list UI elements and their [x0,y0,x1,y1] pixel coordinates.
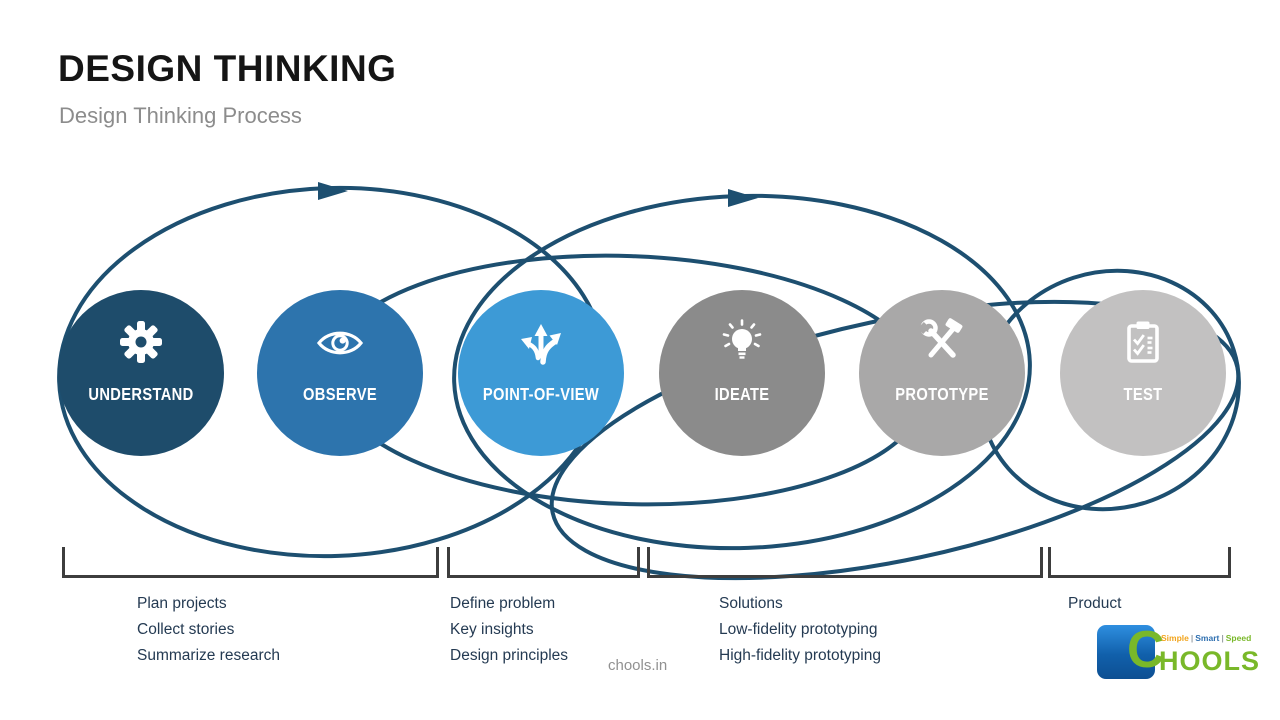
tagline-separator: | [1190,633,1194,643]
stage-label: PROTOTYPE [895,384,989,404]
stage-label: IDEATE [714,384,770,404]
tagline-word: Speed [1225,633,1252,643]
bracket-point-of-view [447,547,640,578]
list-item: High-fidelity prototyping [719,647,881,664]
bracket-understand-observe [62,547,439,578]
watermark: chools.in [608,657,668,674]
page-subtitle: Design Thinking Process [59,103,302,128]
stage-label: OBSERVE [303,384,377,404]
list-item: Key insights [450,621,534,638]
list-item: Summarize research [137,647,280,664]
stage-understand: UNDERSTAND [58,290,224,456]
list-test: Product [1068,591,1121,617]
lightbulb-icon [722,319,762,359]
list-item: Low-fidelity prototyping [719,621,878,638]
list-understand-observe: Plan projects Collect stories Summarize … [137,591,280,669]
logo-tagline: Simple|Smart|Speed [1161,633,1251,643]
tools-icon [918,318,963,358]
stage-label: POINT-OF-VIEW [482,384,600,404]
stage-label: TEST [1123,384,1163,404]
tagline-word: Simple [1161,633,1189,643]
list-point-of-view: Define problem Key insights Design princ… [450,591,568,669]
stage-ideate: IDEATE [659,290,825,456]
bracket-test [1048,547,1231,578]
chools-logo: C Simple|Smart|Speed HOOLS [1097,621,1259,684]
list-item: Solutions [719,595,783,612]
arrowhead-icon [728,189,758,207]
gear-icon [120,321,162,363]
stage-observe: OBSERVE [257,290,423,456]
logo-letter: C [1127,621,1165,679]
page-title: DESIGN THINKING [58,48,397,89]
stage-point-of-view: POINT-OF-VIEW [458,290,624,456]
logo-word: HOOLS [1159,646,1261,676]
bracket-ideate-prototype [647,547,1043,578]
branching-arrows-icon [521,324,561,365]
tagline-separator: | [1221,633,1224,643]
logo-square [1097,625,1155,679]
list-item: Collect stories [137,621,235,638]
tagline-word: Smart [1195,633,1220,643]
list-item: Plan projects [137,595,227,612]
eye-icon [316,331,364,355]
clipboard-checklist-icon [1127,321,1159,363]
loop-ellipse-sweep [549,299,1241,581]
list-ideate-prototype: Solutions Low-fidelity prototyping High-… [719,591,881,669]
stage-prototype: PROTOTYPE [859,290,1025,456]
stage-label: UNDERSTAND [88,384,194,404]
stage-test: TEST [1060,290,1226,456]
list-item: Define problem [450,595,556,612]
list-item: Design principles [450,647,569,664]
arrowhead-icon [318,182,348,200]
list-item: Product [1068,595,1122,612]
